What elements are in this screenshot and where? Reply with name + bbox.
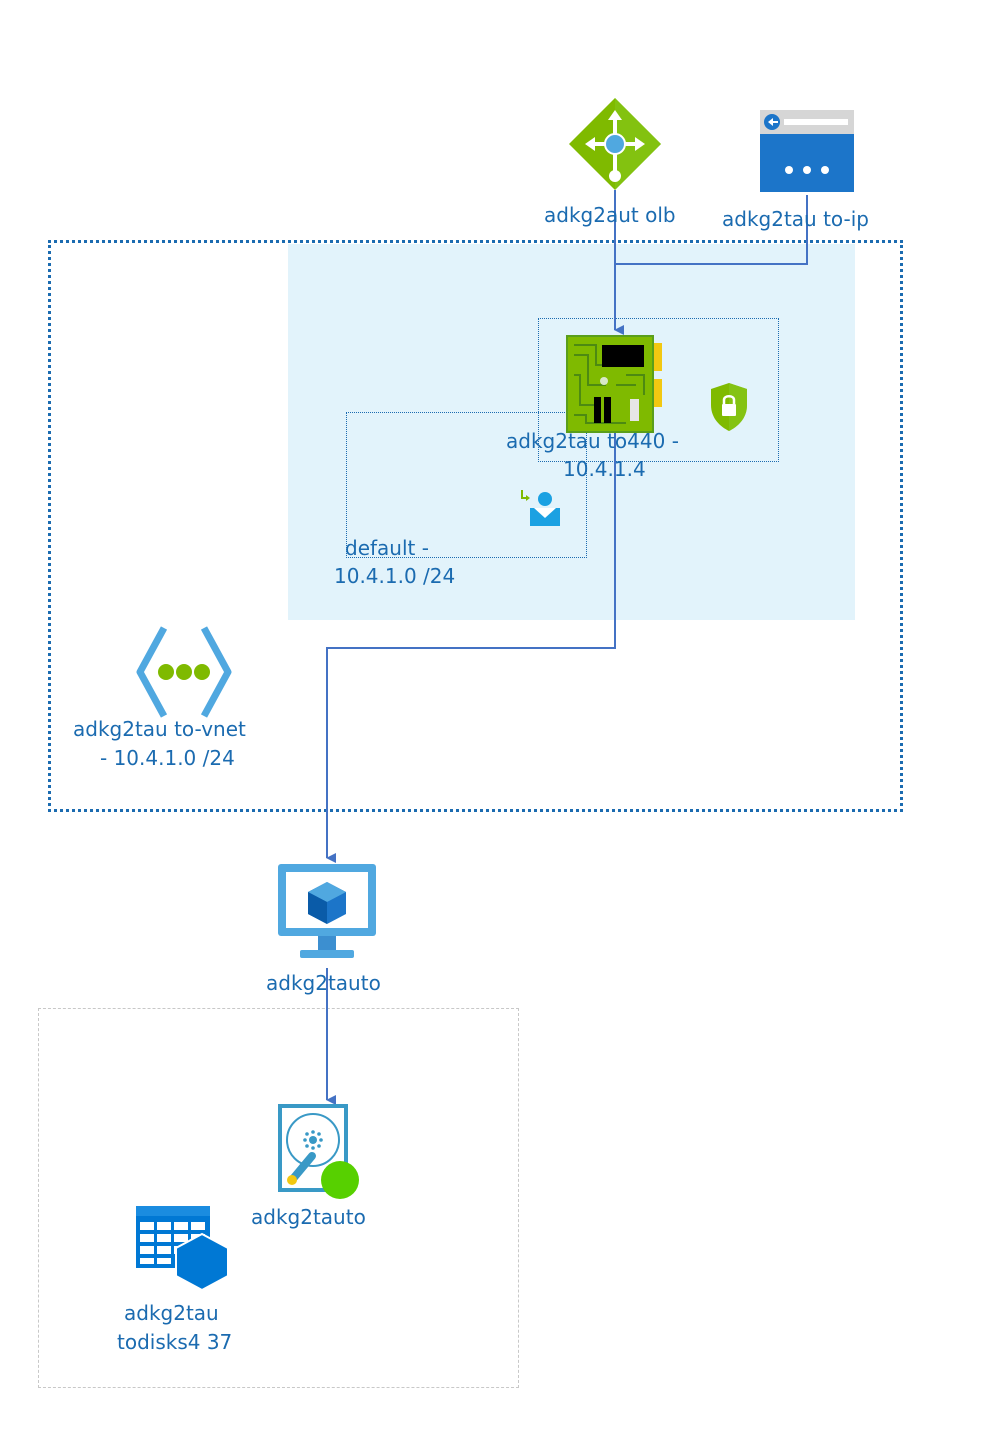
load-balancer-icon [569, 98, 661, 190]
virtual-network-icon [136, 626, 232, 718]
nic-group-boundary [538, 318, 779, 462]
disk-label: adkg2tauto [251, 1205, 366, 1229]
nic-label-line2: 10.4.1.4 [563, 457, 646, 481]
connector-nic-to-vm [326, 430, 616, 863]
connector-ip-to-nic [615, 195, 808, 265]
managed-disk-icon [278, 1104, 359, 1199]
vnet-label-line2: - 10.4.1.0 /24 [100, 746, 235, 770]
nic-label-line1: adkg2tau to440 - [506, 429, 679, 453]
public-ip-icon [760, 110, 854, 192]
load-balancer-label: adkg2aut olb [544, 203, 676, 227]
subnet-icon [521, 490, 560, 526]
network-interface-icon [566, 335, 662, 433]
virtual-machine-icon [278, 864, 376, 958]
public-ip-label: adkg2tau to-ip [722, 207, 870, 231]
storage-label-line2: todisks4 37 [117, 1330, 233, 1354]
network-security-group-icon [711, 383, 747, 431]
default-subnet-boundary [346, 412, 587, 558]
vnet-label-line1: adkg2tau to-vnet [73, 717, 246, 741]
storage-group-boundary [38, 1008, 519, 1388]
subnet-label-line2: 10.4.1.0 /24 [334, 564, 456, 588]
vm-label: adkg2tauto [266, 971, 381, 995]
virtual-network-boundary [48, 240, 903, 812]
storage-account-icon [136, 1206, 229, 1292]
subnet-label-line1: default - [345, 536, 429, 560]
storage-label-line1: adkg2tau [124, 1301, 219, 1325]
